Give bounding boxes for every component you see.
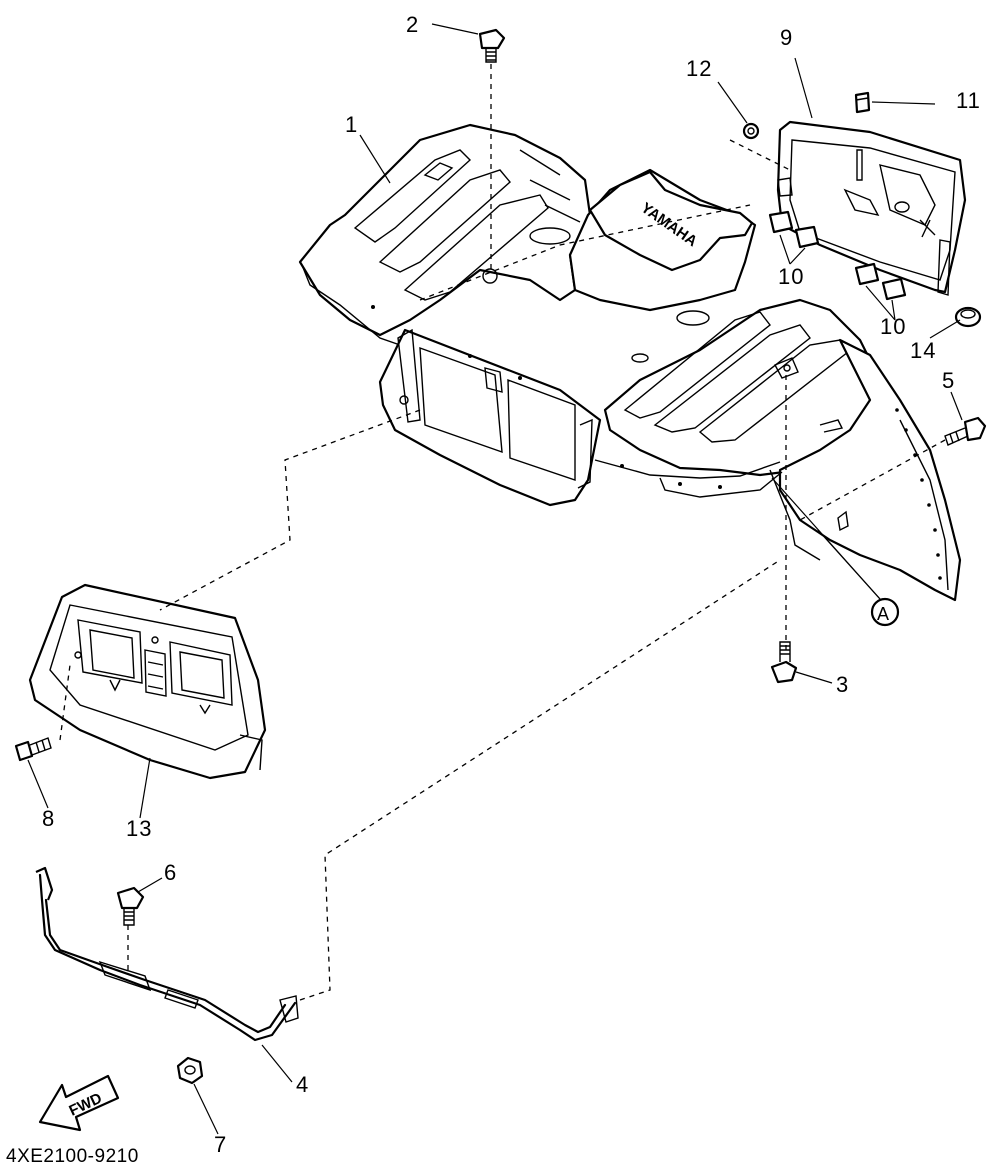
callout-5: 5 <box>942 368 955 393</box>
bolt-6 <box>116 886 145 926</box>
callout-4: 4 <box>296 1072 309 1097</box>
callout-9: 9 <box>780 25 793 50</box>
drawing-code: 4XE2100-9210 <box>6 1146 139 1167</box>
callout-6: 6 <box>164 860 177 885</box>
callout-leaders <box>27 23 963 1135</box>
callout-7: 7 <box>214 1132 227 1157</box>
callout-10-lower: 10 <box>880 314 906 339</box>
assembly-lines <box>59 64 946 1001</box>
nut-7 <box>176 1056 204 1085</box>
screw-8 <box>14 737 52 762</box>
bolt-5 <box>944 416 987 446</box>
front-fender: YAMAHA <box>298 123 962 602</box>
callout-labels: 1 2 3 4 5 6 7 8 9 10 10 11 12 13 14 <box>42 12 981 1157</box>
reference-mark-label: A <box>877 604 890 624</box>
callout-8: 8 <box>42 806 55 831</box>
clip-11 <box>854 91 871 114</box>
callout-3: 3 <box>836 672 849 697</box>
nut-12 <box>742 122 760 140</box>
callout-1: 1 <box>345 112 358 137</box>
callout-2: 2 <box>406 12 419 37</box>
callout-12: 12 <box>686 56 712 81</box>
callout-10-upper: 10 <box>778 264 804 289</box>
grommet-14 <box>954 306 982 328</box>
reflector-pads-10 <box>768 210 907 301</box>
headlight-bezel-13 <box>28 583 267 780</box>
callout-14: 14 <box>910 338 936 363</box>
reference-mark-a: A <box>771 477 900 627</box>
bracket-4 <box>35 866 299 1042</box>
bolt-3 <box>770 641 798 684</box>
bolt-2 <box>478 28 506 63</box>
callout-11: 11 <box>956 88 981 113</box>
callout-13: 13 <box>126 816 152 841</box>
fwd-arrow-icon: FWD <box>38 1074 120 1132</box>
